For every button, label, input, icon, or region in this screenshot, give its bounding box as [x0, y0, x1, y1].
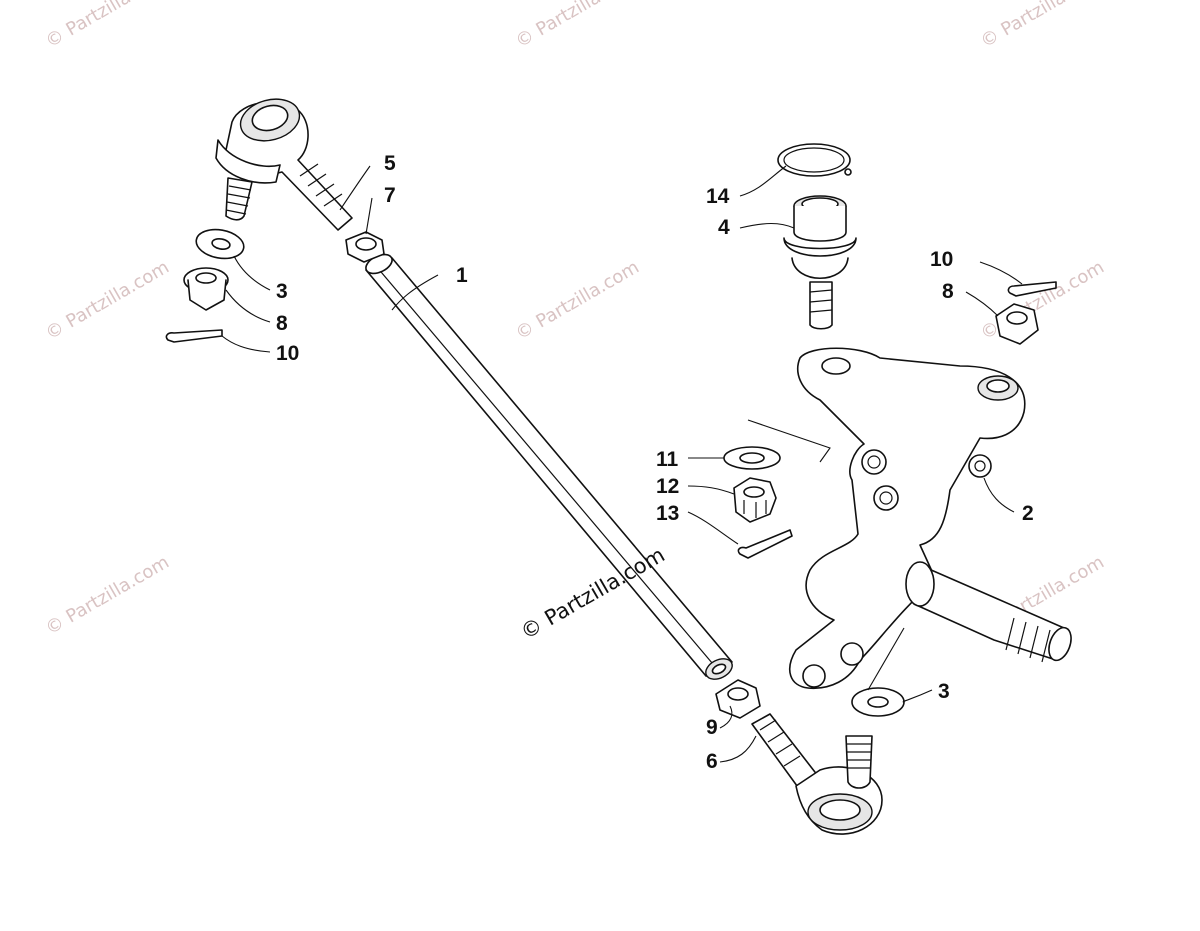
- castle-nut: [733, 477, 777, 523]
- cotter-pin-left: [165, 329, 223, 343]
- washer-lower-right: [851, 687, 905, 717]
- callout-10: 10: [930, 248, 953, 271]
- tie-rod-tube: [365, 253, 733, 680]
- callout-labels: 1 2 3 3 4 5 6 7 8 8 9 10 10 11 12 13 14: [276, 152, 1034, 773]
- callout-7: 7: [384, 184, 396, 207]
- callout-12: 12: [656, 475, 679, 498]
- flange-nut-right: [995, 303, 1039, 345]
- callout-1: 1: [456, 264, 468, 287]
- callout-8: 8: [276, 312, 288, 335]
- callout-3: 3: [276, 280, 288, 303]
- callout-10: 10: [276, 342, 299, 365]
- retaining-ring: [777, 143, 852, 177]
- callout-8: 8: [942, 280, 954, 303]
- callout-13: 13: [656, 502, 679, 525]
- cotter-pin-middle: [737, 529, 793, 559]
- ball-joint: [783, 195, 857, 330]
- callout-6: 6: [706, 750, 718, 773]
- watermark-layer: © Partzilla.com © Partzilla.com © Partzi…: [42, 0, 1108, 639]
- callout-5: 5: [384, 152, 396, 175]
- watermark: © Partzilla.com: [977, 0, 1108, 52]
- callout-9: 9: [706, 716, 718, 739]
- washer-upper-left: [195, 228, 245, 260]
- jam-nut-lower: [715, 679, 761, 719]
- watermark: © Partzilla.com: [42, 257, 173, 345]
- callout-4: 4: [718, 216, 730, 239]
- watermark: © Partzilla.com: [512, 257, 643, 345]
- callout-3: 3: [938, 680, 950, 703]
- flange-nut-left: [183, 267, 229, 311]
- callout-14: 14: [706, 185, 730, 208]
- cotter-pin-right: [1007, 281, 1057, 297]
- lower-tie-rod-end: [751, 713, 883, 835]
- washer-middle: [723, 446, 781, 470]
- leader-lines: [221, 165, 1023, 763]
- callout-2: 2: [1022, 502, 1034, 525]
- watermark: © Partzilla.com: [42, 0, 173, 52]
- steering-knuckle: [788, 347, 1072, 690]
- watermark: © Partzilla.com: [977, 257, 1108, 345]
- callout-11: 11: [656, 448, 679, 471]
- watermark: © Partzilla.com: [512, 0, 643, 52]
- watermark: © Partzilla.com: [42, 552, 173, 640]
- upper-tie-rod-end: [215, 98, 353, 231]
